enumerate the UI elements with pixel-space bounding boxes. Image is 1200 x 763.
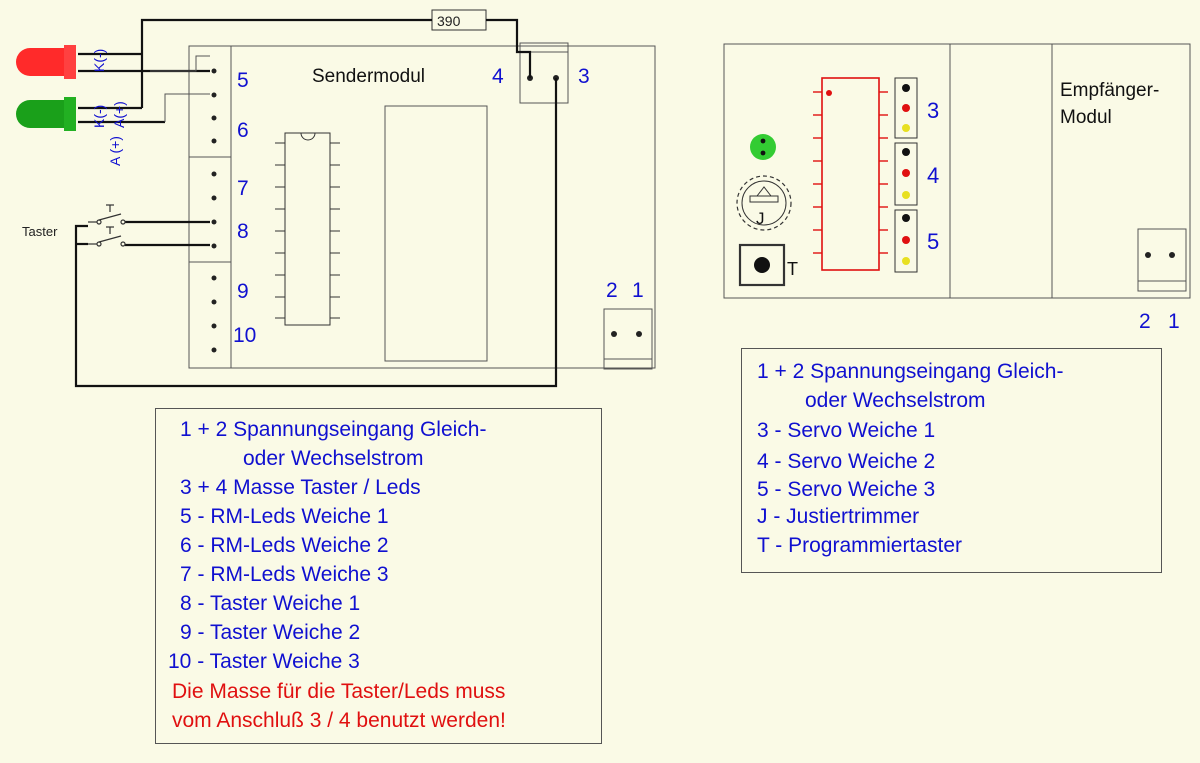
button-label: T <box>787 259 798 279</box>
sender-term-6: 6 <box>237 119 249 142</box>
receiver-title-line1: Empfänger- <box>1060 80 1159 101</box>
legend-sender-line: 7 - RM-Leds Weiche 3 <box>180 563 389 586</box>
receiver-title-line2: Modul <box>1060 107 1112 128</box>
sender-board <box>188 45 656 369</box>
receiver-ic-chip <box>813 77 888 271</box>
sender-radio-block <box>384 105 488 362</box>
program-button-icon <box>738 243 786 287</box>
legend-receiver-box <box>741 348 1162 573</box>
legend-receiver-line: oder Wechselstrom <box>805 389 986 412</box>
servo-header-1 <box>894 77 918 139</box>
sender-title: Sendermodul <box>312 66 425 87</box>
sender-terminal-12 <box>603 308 653 370</box>
legend-receiver-line: 1 + 2 Spannungseingang Gleich- <box>757 360 1064 383</box>
sender-term-3: 3 <box>578 65 590 88</box>
legend-sender-line: 10 - Taster Weiche 3 <box>168 650 360 673</box>
sender-ic-chip <box>275 132 340 326</box>
sender-terminal-strip <box>188 45 232 369</box>
status-led-icon <box>750 134 776 160</box>
legend-receiver-line: 4 - Servo Weiche 2 <box>757 450 936 473</box>
legend-receiver-line: T - Programmiertaster <box>757 534 962 557</box>
sender-term-10: 10 <box>233 324 256 347</box>
legend-receiver-line: J - Justiertrimmer <box>757 505 920 528</box>
legend-sender-line: 3 + 4 Masse Taster / Leds <box>180 476 421 499</box>
legend-sender-box <box>155 408 602 744</box>
led-red <box>16 45 76 79</box>
sender-term-5: 5 <box>237 69 249 92</box>
receiver-term-2: 2 <box>1139 310 1151 333</box>
legend-sender-line: oder Wechselstrom <box>243 447 424 470</box>
sender-term-2: 2 <box>606 279 618 302</box>
led-green <box>16 97 76 131</box>
servo-label-4: 4 <box>927 163 939 188</box>
label-green-anode: A(+) <box>111 101 127 128</box>
sender-term-4: 4 <box>492 65 504 88</box>
sender-terminal-34 <box>519 42 569 104</box>
legend-receiver-line: 3 - Servo Weiche 1 <box>757 419 936 442</box>
legend-sender-line: 9 - Taster Weiche 2 <box>180 621 361 644</box>
trimmer-icon <box>736 175 792 231</box>
receiver-terminal-12 <box>1137 228 1187 292</box>
sender-terminal-dots <box>211 68 217 353</box>
sender-term-9: 9 <box>237 280 249 303</box>
legend-sender-line: 1 + 2 Spannungseingang Gleich- <box>180 418 487 441</box>
servo-label-5: 5 <box>927 229 939 254</box>
sender-term-1: 1 <box>632 279 644 302</box>
switch-label: Taster <box>22 224 58 239</box>
receiver-term-1: 1 <box>1168 310 1180 333</box>
sender-term-8: 8 <box>237 220 249 243</box>
label-red-anode: A (+) <box>107 136 123 166</box>
legend-sender-line: 6 - RM-Leds Weiche 2 <box>180 534 389 557</box>
legend-warning-line: vom Anschluß 3 / 4 benutzt werden! <box>172 709 506 732</box>
trimmer-label: J <box>756 209 765 228</box>
legend-sender-line: 8 - Taster Weiche 1 <box>180 592 361 615</box>
legend-sender-line: 5 - RM-Leds Weiche 1 <box>180 505 389 528</box>
servo-header-3 <box>894 209 918 273</box>
sender-term-7: 7 <box>237 177 249 200</box>
label-red-cathode: K(-) <box>91 49 107 72</box>
servo-label-3: 3 <box>927 98 939 123</box>
resistor-value: 390 <box>437 13 461 29</box>
servo-header-2 <box>894 142 918 206</box>
receiver-board <box>723 43 1191 299</box>
legend-warning-line: Die Masse für die Taster/Leds muss <box>172 680 506 703</box>
switch-symbols <box>88 204 126 247</box>
label-green-cathode: K(-) <box>91 105 107 128</box>
legend-receiver-line: 5 - Servo Weiche 3 <box>757 478 936 501</box>
